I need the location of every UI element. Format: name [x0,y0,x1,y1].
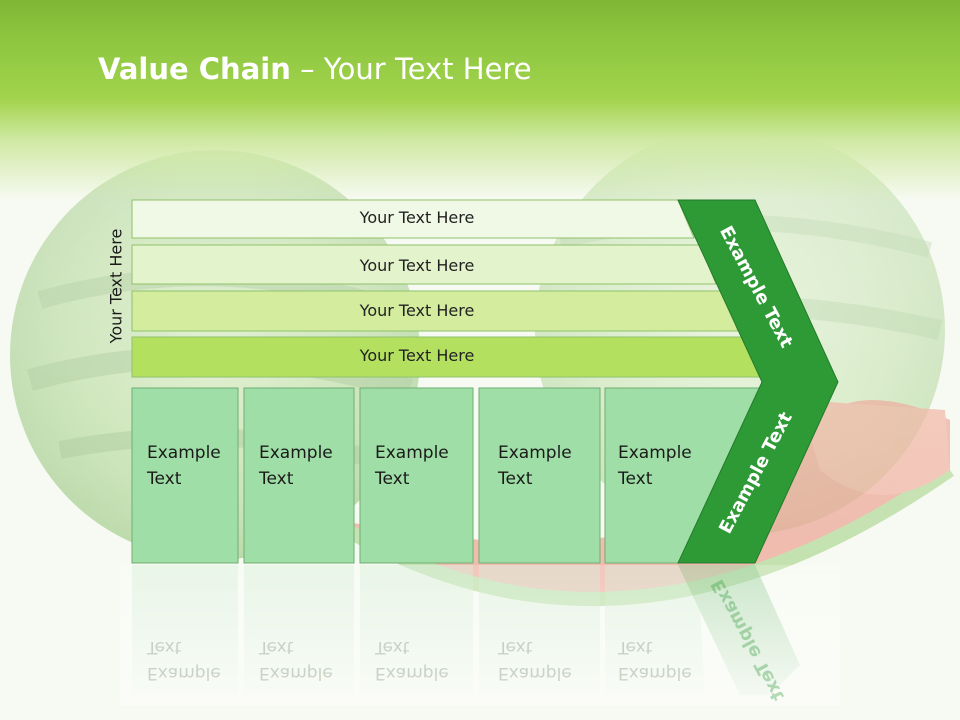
box-1-reflection: Example Text [147,634,221,686]
bar-2-shape [131,244,717,285]
box-1-reflection-line1: Example [147,663,221,683]
box-4-reflection-line2: Text [498,637,533,657]
page-title: Value Chain – Your Text Here [98,52,532,86]
reflection [120,565,840,705]
side-label: Your Text Here [106,228,126,344]
title-bold: Value Chain [98,52,291,86]
box-5-reflection-line2: Text [618,637,653,657]
bar-1-shape [131,199,695,239]
box-2-reflection: Example Text [259,634,333,686]
box-3-line1: Example [375,443,449,463]
box-1-line1: Example [147,443,221,463]
box-4-reflection-line1: Example [498,663,572,683]
box-4-label[interactable]: Example Text [498,440,572,492]
box-4-shape [478,387,601,564]
box-1-label[interactable]: Example Text [147,440,221,492]
chevron-shape [677,199,839,564]
box-4-line2: Text [498,469,533,489]
title-rest: – Your Text Here [290,52,532,86]
box-5-reflection-line1: Example [618,663,692,683]
bar-1-label[interactable]: Your Text Here [359,208,475,227]
bar-4-label[interactable]: Your Text Here [359,346,475,365]
box-3-line2: Text [375,469,410,489]
box-4-line1: Example [498,443,572,463]
box-1-line2: Text [147,469,182,489]
box-5-line2: Text [618,469,653,489]
box-3-reflection-line1: Example [375,663,449,683]
box-3-label[interactable]: Example Text [375,440,449,492]
box-3-reflection-line2: Text [375,637,410,657]
bar-2-label[interactable]: Your Text Here [359,256,475,275]
box-5-label[interactable]: Example Text [618,440,692,492]
box-5-reflection: Example Text [618,634,692,686]
box-4-reflection: Example Text [498,634,572,686]
box-2-label[interactable]: Example Text [259,440,333,492]
box-2-reflection-line2: Text [259,637,294,657]
bar-3-label[interactable]: Your Text Here [359,301,475,320]
box-1-reflection-line2: Text [147,637,182,657]
box-3-reflection: Example Text [375,634,449,686]
box-2-reflection-line1: Example [259,663,333,683]
box-3-shape [359,387,474,564]
box-2-line1: Example [259,443,333,463]
box-2-line2: Text [259,469,294,489]
box-5-line1: Example [618,443,692,463]
header-band [0,0,960,200]
box-2-shape [243,387,355,564]
box-1-shape [131,387,239,564]
